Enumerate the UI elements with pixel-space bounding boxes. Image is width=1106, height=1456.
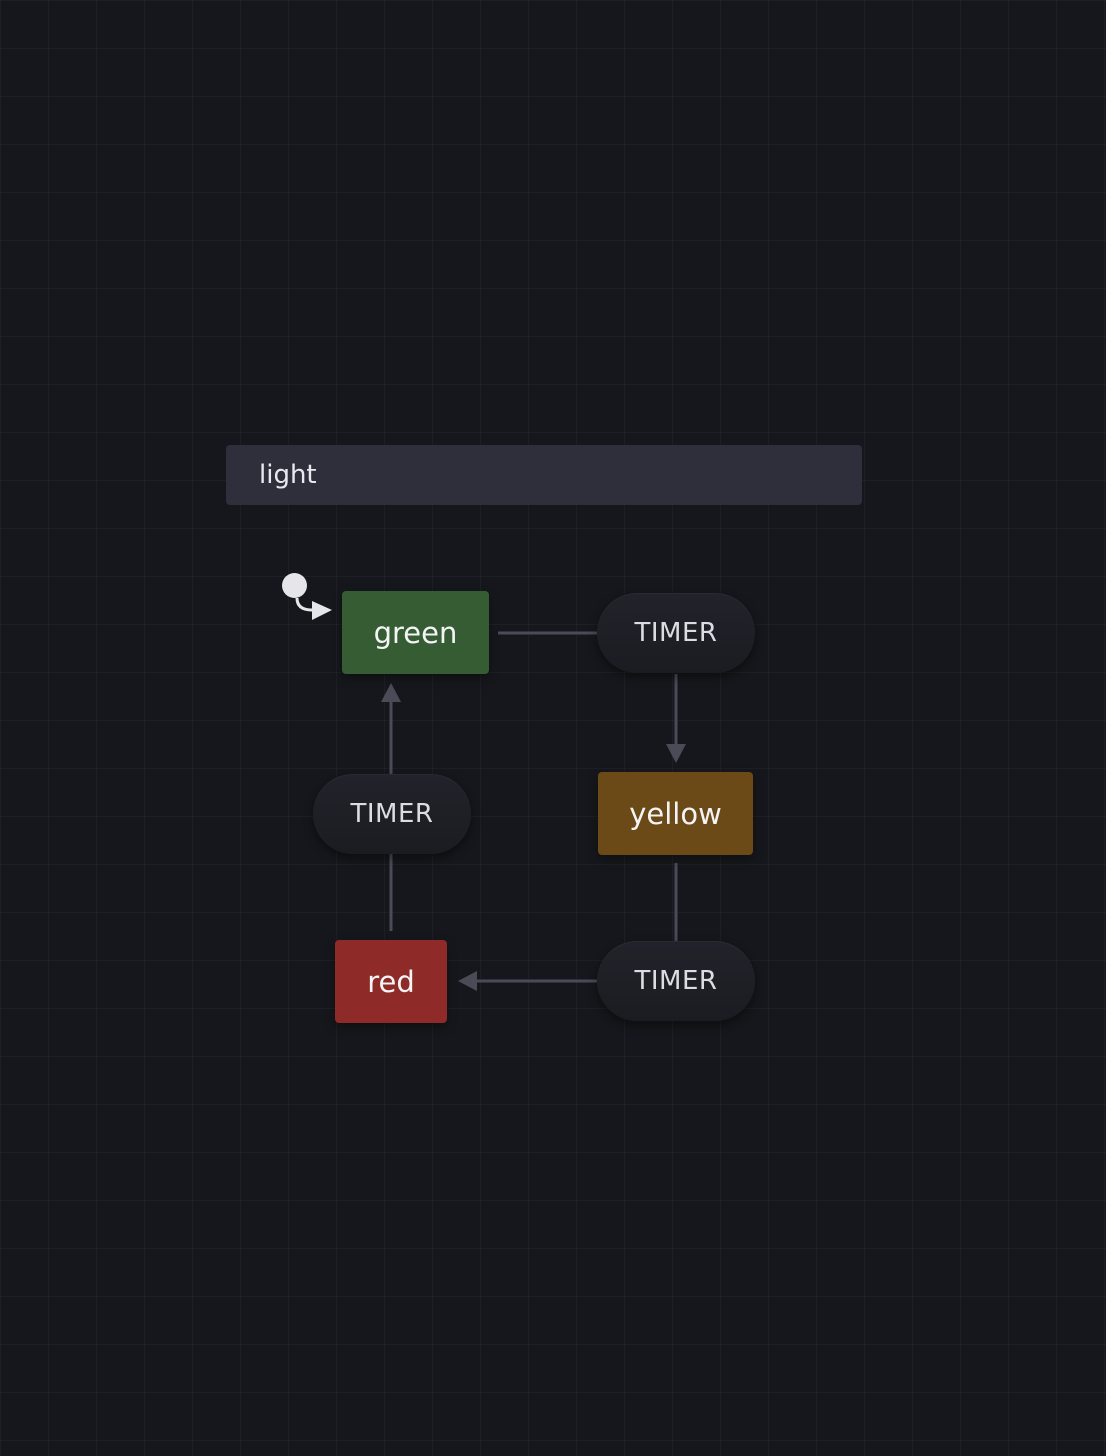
state-red[interactable]: red: [335, 940, 447, 1023]
event-timer-yellow-to-red[interactable]: TIMER: [597, 941, 755, 1021]
initial-arrow-line: [295, 597, 313, 612]
arrowhead-red: [458, 971, 477, 991]
machine-header[interactable]: light: [226, 445, 862, 505]
machine-title: light: [259, 460, 317, 490]
state-red-label: red: [367, 964, 415, 999]
arrowhead-green: [381, 683, 401, 702]
state-yellow[interactable]: yellow: [598, 772, 753, 855]
event-label: TIMER: [350, 799, 434, 829]
state-green[interactable]: green: [342, 591, 489, 674]
initial-state-marker: [282, 573, 307, 598]
arrowhead-yellow: [666, 744, 686, 763]
event-label: TIMER: [634, 966, 718, 996]
event-label: TIMER: [634, 618, 718, 648]
state-yellow-label: yellow: [629, 796, 722, 831]
initial-arrowhead: [312, 601, 332, 620]
event-timer-green-to-yellow[interactable]: TIMER: [597, 593, 755, 673]
event-timer-red-to-green[interactable]: TIMER: [313, 774, 471, 854]
state-green-label: green: [373, 615, 458, 650]
